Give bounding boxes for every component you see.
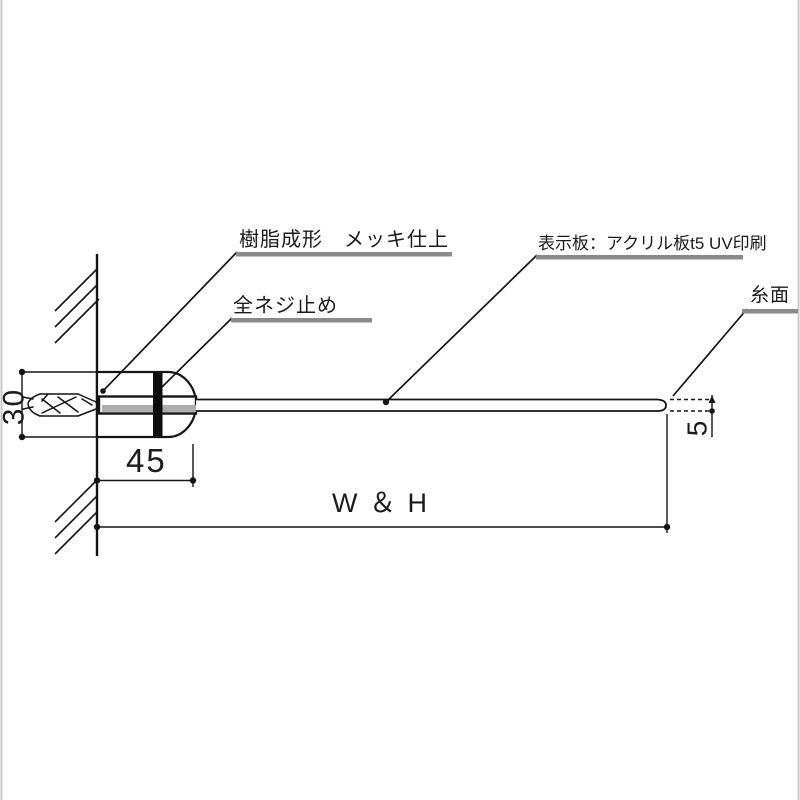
underline-cap-finish (236, 252, 452, 257)
underline-edge (742, 309, 798, 314)
label-underlines (231, 252, 798, 323)
wall-hatch-upper (54, 268, 100, 344)
dimension-text-45: 45 (126, 442, 167, 479)
underline-screw (231, 318, 372, 323)
wall-hatch-lower (54, 479, 98, 555)
screw-bar (153, 372, 163, 438)
dimension-30 (18, 368, 97, 441)
underline-plate (536, 255, 743, 260)
anchor-sketch (22, 393, 97, 417)
acrylic-plate (196, 398, 667, 412)
plate-slot (97, 395, 198, 415)
dimension-45 (93, 444, 197, 487)
leader-screw (161, 317, 233, 388)
leader-cap-finish (102, 251, 238, 392)
slot-gray-stripe (102, 405, 196, 412)
dimension-wh (93, 414, 671, 533)
dimension-text-wh: W ＆ H (332, 488, 429, 518)
leader-plate (385, 254, 538, 403)
label-cap-finish: 樹脂成形 メッキ仕上 (239, 229, 449, 251)
label-plate: 表示板：アクリル板t5 UV印刷 (538, 234, 767, 253)
leader-lines (100, 251, 748, 406)
label-edge: 糸面 (750, 285, 791, 306)
leader-edge (672, 308, 748, 397)
label-screw: 全ネジ止め (233, 295, 338, 317)
dimension-text-5: 5 (681, 418, 713, 437)
dimension-text-30: 30 (0, 387, 31, 426)
dimension-5 (670, 395, 716, 437)
